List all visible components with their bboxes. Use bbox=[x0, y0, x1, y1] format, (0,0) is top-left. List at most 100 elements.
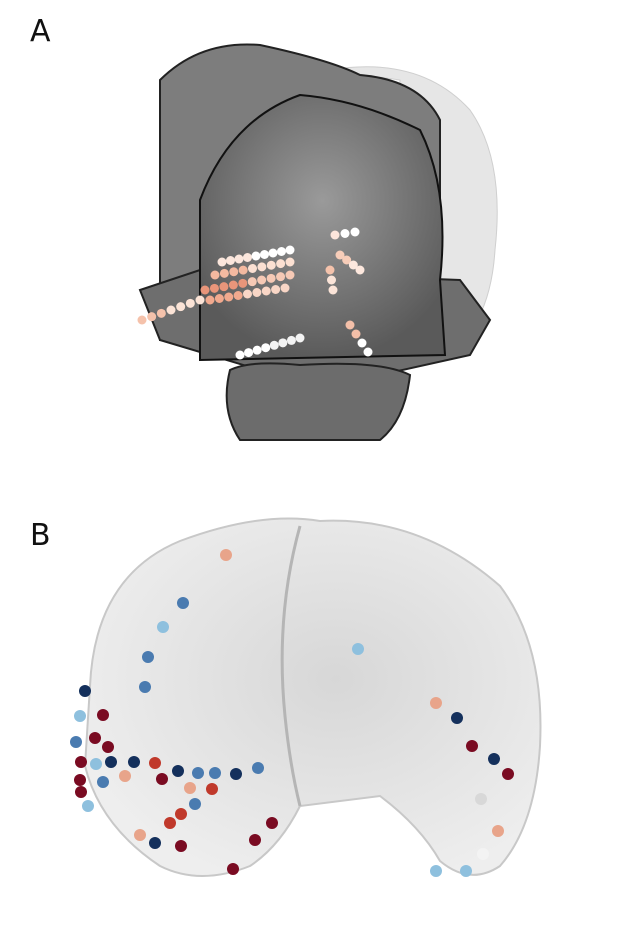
electrode-dot bbox=[269, 340, 279, 350]
electrode-dot bbox=[285, 245, 295, 255]
electrode-dot bbox=[75, 786, 87, 798]
electrode-dot bbox=[355, 265, 365, 275]
electrode-dot bbox=[200, 285, 210, 295]
electrode-dot bbox=[234, 254, 244, 264]
electrode-dot bbox=[475, 793, 487, 805]
electrode-dot bbox=[271, 285, 281, 294]
electrode-dot bbox=[278, 338, 288, 348]
electrode-dot bbox=[488, 753, 500, 765]
electrode-dot bbox=[219, 282, 229, 292]
panel-label-b: B bbox=[30, 518, 51, 553]
electrode-dot bbox=[340, 229, 350, 238]
electrode-dot bbox=[252, 762, 264, 774]
electrode-dot bbox=[285, 257, 295, 267]
electrode-dot bbox=[492, 825, 504, 837]
electrode-dot bbox=[276, 272, 286, 282]
electrode-dot bbox=[210, 270, 220, 280]
electrode-dot bbox=[257, 275, 267, 285]
electrode-dot bbox=[119, 770, 131, 782]
electrode-dot bbox=[238, 278, 248, 288]
electrode-dot bbox=[82, 800, 94, 812]
electrode-dot bbox=[335, 250, 345, 260]
electrode-dot bbox=[184, 782, 196, 794]
electrode-dot bbox=[228, 280, 238, 290]
electrode-dot bbox=[206, 783, 218, 795]
electrode-contacts-a bbox=[137, 227, 373, 360]
electrode-dot bbox=[261, 343, 271, 353]
electrode-dot bbox=[328, 285, 338, 295]
electrode-dot bbox=[247, 277, 257, 287]
electrode-dot bbox=[330, 230, 340, 240]
electrode-dot bbox=[227, 863, 239, 875]
electrode-dot bbox=[348, 260, 358, 270]
electrode-dot bbox=[229, 267, 239, 277]
electrode-dot bbox=[277, 247, 286, 256]
electrode-dot bbox=[128, 756, 140, 768]
electrode-dot bbox=[280, 283, 290, 293]
brainstem-slice bbox=[225, 362, 412, 441]
hemisphere-fissure bbox=[280, 525, 302, 807]
electrode-dot bbox=[266, 260, 276, 270]
electrode-dot bbox=[185, 298, 195, 308]
electrode-dot bbox=[451, 712, 463, 724]
electrode-dot bbox=[175, 840, 187, 852]
electrode-dot bbox=[357, 338, 367, 348]
electrode-dot bbox=[261, 286, 271, 296]
electrode-dot bbox=[502, 768, 514, 780]
panel-label-a: A bbox=[30, 14, 51, 49]
electrode-dot bbox=[192, 767, 204, 779]
electrode-dot bbox=[286, 335, 296, 345]
electrode-dot bbox=[195, 295, 205, 305]
electrode-dot bbox=[226, 256, 235, 265]
electrode-dot bbox=[252, 345, 262, 355]
electrode-dot bbox=[243, 253, 252, 262]
electrode-dot bbox=[260, 250, 269, 259]
electrode-dot bbox=[351, 329, 361, 339]
electrode-dot bbox=[157, 621, 169, 633]
electrode-dot bbox=[97, 776, 109, 788]
electrode-dot bbox=[266, 817, 278, 829]
electrode-dot bbox=[248, 264, 257, 273]
electrode-dot bbox=[177, 597, 189, 609]
electrode-dot bbox=[342, 255, 352, 265]
electrode-dot bbox=[257, 262, 267, 272]
electrode-dot bbox=[345, 320, 355, 330]
electrode-dot bbox=[176, 302, 186, 312]
brain-mri-slices-figure bbox=[137, 43, 498, 441]
electrode-dot bbox=[209, 767, 221, 779]
electrode-dot bbox=[249, 834, 261, 846]
electrode-dot bbox=[209, 283, 219, 293]
electrode-dot bbox=[325, 265, 335, 275]
electrode-dot bbox=[105, 756, 117, 768]
electrode-dot bbox=[363, 347, 373, 357]
brain-surface bbox=[83, 517, 542, 877]
brain-surface-electrodes-figure bbox=[70, 517, 542, 877]
electrode-dot bbox=[74, 710, 86, 722]
electrode-dot bbox=[90, 758, 102, 770]
electrode-dot bbox=[175, 808, 187, 820]
electrode-dot bbox=[217, 257, 227, 267]
coronal-slice bbox=[199, 93, 447, 362]
electrode-dot bbox=[79, 685, 91, 697]
electrode-dot bbox=[137, 315, 147, 325]
electrode-dot bbox=[252, 288, 262, 297]
electrode-dot bbox=[276, 259, 286, 269]
electrode-dot bbox=[295, 333, 305, 343]
electrode-dot bbox=[460, 865, 472, 877]
electrode-dot bbox=[224, 292, 234, 302]
electrode-dot bbox=[149, 757, 161, 769]
electrode-dot bbox=[156, 773, 168, 785]
electrode-dot bbox=[268, 248, 278, 258]
electrode-dot bbox=[352, 643, 364, 655]
electrode-dot bbox=[134, 829, 146, 841]
electrode-dot bbox=[102, 741, 114, 753]
electrode-dot bbox=[327, 275, 336, 285]
electrode-dot bbox=[243, 289, 252, 299]
electrode-dot bbox=[97, 709, 109, 721]
electrode-dot bbox=[172, 765, 184, 777]
electrode-dot bbox=[233, 291, 243, 300]
electrode-dot bbox=[350, 227, 360, 237]
electrode-dot bbox=[214, 294, 224, 303]
electrode-dot bbox=[466, 740, 478, 752]
electrode-dot bbox=[142, 651, 154, 663]
